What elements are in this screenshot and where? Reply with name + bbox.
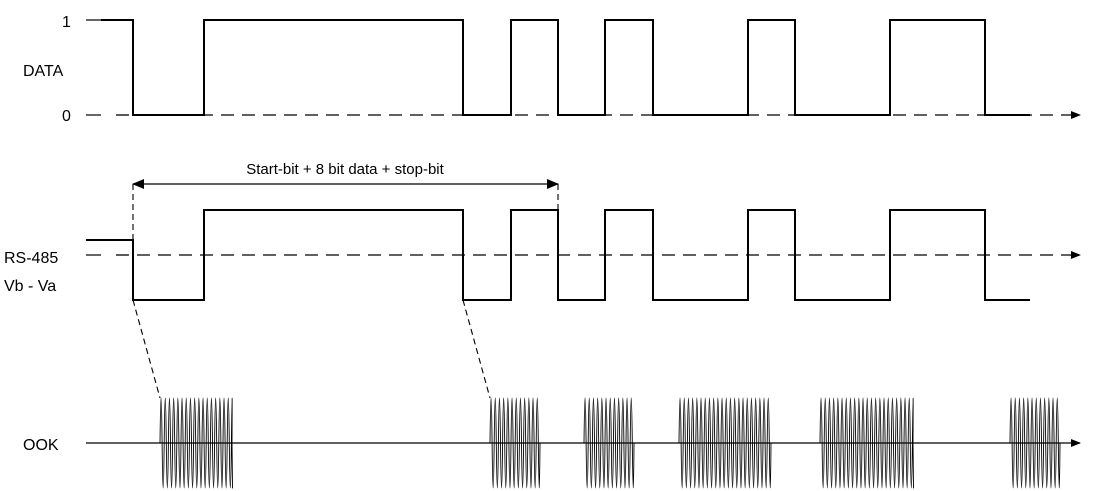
data-row: [86, 19, 1081, 119]
ook-burst-2: [489, 397, 541, 489]
ook-burst-6: [1009, 397, 1061, 489]
ook-projection-guides: [132, 299, 491, 399]
data-row-label: DATA: [23, 63, 64, 80]
data-waveform: [101, 19, 1030, 116]
rs485-row: [86, 209, 1081, 301]
data-high-level-label: 1: [62, 14, 71, 31]
ook-bursts: [159, 397, 1061, 489]
rs485-waveform: [86, 209, 1030, 301]
rs485-differential-label: Vb - Va: [4, 278, 56, 295]
frame-annotation: Start-bit + 8 bit data + stop-bit: [132, 161, 559, 300]
ook-burst-3: [583, 397, 635, 489]
ook-burst-5: [819, 397, 914, 489]
ook-burst-1: [159, 397, 233, 489]
frame-length-label: Start-bit + 8 bit data + stop-bit: [246, 161, 444, 178]
ook-row: [86, 397, 1081, 489]
data-low-level-label: 0: [62, 108, 71, 125]
ook-row-label: OOK: [23, 437, 59, 454]
rs485-row-label: RS-485: [4, 250, 58, 267]
projection-guide-2: [462, 299, 491, 399]
ook-burst-4: [678, 397, 772, 489]
projection-guide-1: [132, 299, 161, 399]
